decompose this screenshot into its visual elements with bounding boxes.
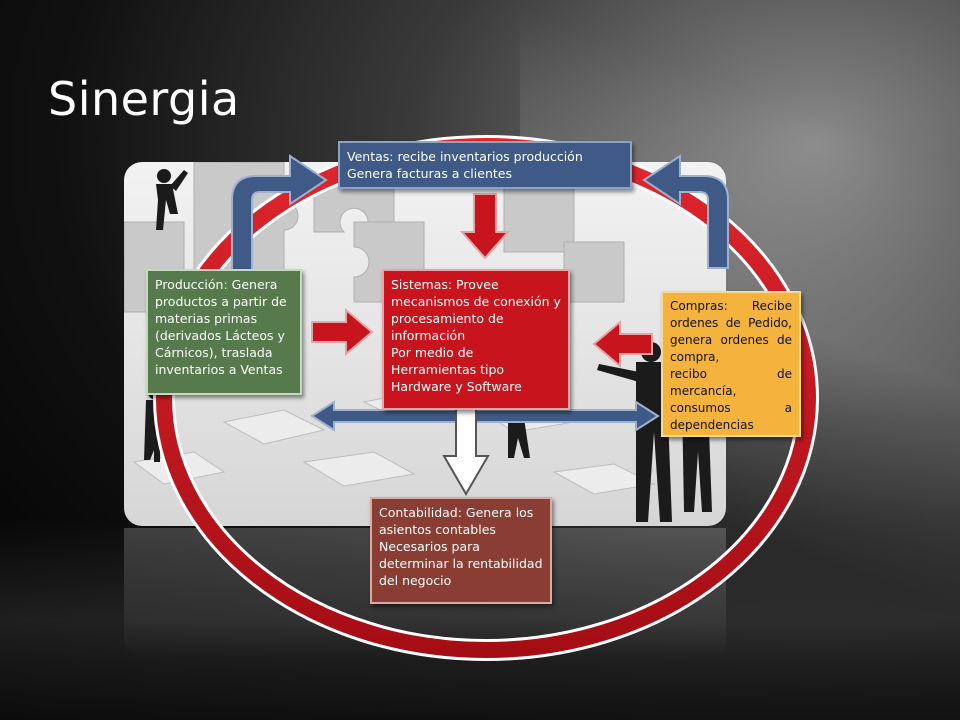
slide-title: Sinergia <box>48 72 240 126</box>
sistemas-text-line2: Por medio de Herramientas tipo Hardware … <box>391 345 522 394</box>
arrow-ventas-to-sistemas <box>459 193 511 260</box>
contabilidad-text-line1: Contabilidad: Genera los asientos contab… <box>379 505 534 537</box>
arrow-produccion-compras-bidirectional <box>310 400 660 432</box>
ventas-box: Ventas: recibe inventarios producción Ge… <box>338 141 632 189</box>
puzzle-piece <box>302 451 416 487</box>
produccion-box: Producción: Genera productos a partir de… <box>146 269 302 395</box>
arrow-compras-to-ventas <box>642 154 729 269</box>
compras-text-line2: recibo de mercancía, consumos a dependen… <box>670 367 792 432</box>
arrow-produccion-to-ventas <box>231 154 328 271</box>
arrow-compras-to-sistemas <box>592 319 653 369</box>
compras-text-line1: Compras: Recibe ordenes de Pedido, gener… <box>670 299 792 364</box>
compras-box: Compras: Recibe ordenes de Pedido, gener… <box>661 291 801 437</box>
sistemas-text-line1: Sistemas: Provee mecanismos de conexión … <box>391 277 561 343</box>
ventas-text-line2: Genera facturas a clientes <box>347 166 512 181</box>
puzzle-piece <box>552 463 656 495</box>
sistemas-box: Sistemas: Provee mecanismos de conexión … <box>382 269 570 410</box>
climbing-businessman <box>156 169 188 230</box>
produccion-text: Producción: Genera productos a partir de… <box>155 277 287 377</box>
puzzle-piece <box>222 409 326 445</box>
contabilidad-box: Contabilidad: Genera los asientos contab… <box>370 497 552 604</box>
ventas-text-line1: Ventas: recibe inventarios producción <box>347 149 583 164</box>
contabilidad-text-line2: Necesarios para determinar la rentabilid… <box>379 539 543 588</box>
arrow-produccion-to-sistemas <box>311 307 374 357</box>
